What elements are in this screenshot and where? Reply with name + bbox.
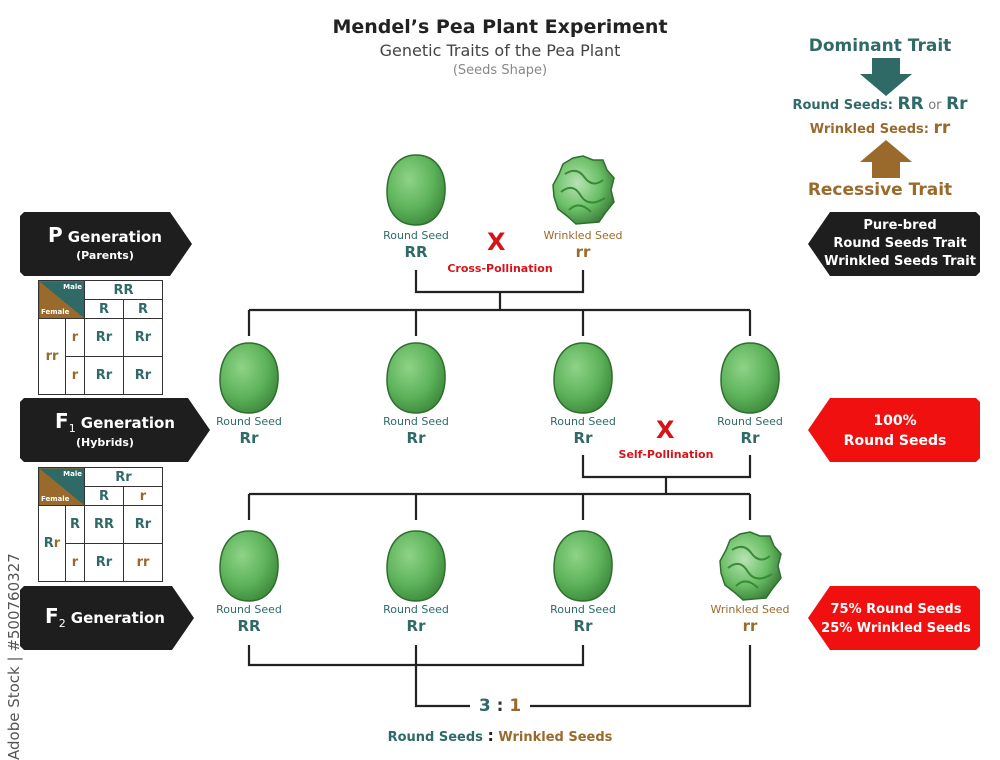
round-seed-icon <box>219 530 279 602</box>
punnett-cell: Rr <box>84 356 124 395</box>
punnett-cell: rr <box>123 543 163 582</box>
punnett-cell: Rr <box>123 356 163 395</box>
f2-seed-label: Round Seed <box>216 603 282 616</box>
f2-note-banner <box>808 586 980 650</box>
punnett-square-f1: Male Female Rr R r Rr R RR Rr r Rr rr <box>38 467 163 582</box>
p-seed-label: Round Seed <box>383 229 449 242</box>
round-seed-icon <box>386 154 446 226</box>
male-allele: R <box>84 486 124 506</box>
stock-watermark: Adobe Stock | #500760327 <box>5 553 23 760</box>
p-seed-genotype: rr <box>575 243 591 261</box>
round-seed-icon <box>720 342 780 414</box>
f2-note-text: 75% Round Seeds 25% Wrinkled Seeds <box>821 602 971 636</box>
f1-seed-label: Round Seed <box>717 415 783 428</box>
f2-seed-label: Round Seed <box>383 603 449 616</box>
punnett-cell: Rr <box>84 543 124 582</box>
round-seed-icon <box>386 530 446 602</box>
cross-mark-icon: X <box>487 228 506 256</box>
f1-generation-note: (Hybrids) <box>76 436 134 449</box>
female-allele: R <box>65 505 85 544</box>
female-allele: r <box>65 543 85 582</box>
male-genotype: Rr <box>84 467 163 487</box>
punnett-cell: Rr <box>123 505 163 544</box>
male-genotype: RR <box>84 280 163 300</box>
f2-seed-genotype: Rr <box>406 617 426 635</box>
f2-generation-banner <box>20 586 194 650</box>
wrinkled-seed-icon <box>552 155 615 225</box>
f1-seed-label: Round Seed <box>216 415 282 428</box>
p-seed-label: Wrinkled Seed <box>543 229 623 242</box>
male-allele: r <box>123 486 163 506</box>
self-pollination-label: Self-Pollination <box>618 448 714 461</box>
p-generation-title: P Generation <box>48 223 162 247</box>
f1-seed-genotype: Rr <box>406 429 426 447</box>
round-seed-icon <box>553 530 613 602</box>
f1-seed-label: Round Seed <box>550 415 616 428</box>
f2-seed-label: Wrinkled Seed <box>710 603 790 616</box>
f2-seed-genotype: rr <box>742 617 758 635</box>
female-genotype: Rr <box>38 505 66 582</box>
male-allele: R <box>84 299 124 319</box>
female-allele: r <box>65 318 85 357</box>
p-note-banner <box>808 212 980 276</box>
f1-note-banner <box>808 398 980 462</box>
round-seed-icon <box>553 342 613 414</box>
punnett-cell: Rr <box>84 318 124 357</box>
round-seed-icon <box>219 342 279 414</box>
f2-seed-label: Round Seed <box>550 603 616 616</box>
arrow-up-icon <box>860 140 912 178</box>
wrinkled-seeds-legend: Wrinkled Seeds: rr <box>809 118 951 138</box>
wrinkled-seed-icon <box>719 531 782 601</box>
page-subtitle: Genetic Traits of the Pea Plant <box>379 41 621 60</box>
p-note-text: Pure-bred Round Seeds Trait Wrinkled See… <box>824 218 976 269</box>
f1-seed-genotype: Rr <box>239 429 259 447</box>
f1-generation-title: F1 Generation <box>55 409 175 436</box>
f1-seed-genotype: Rr <box>740 429 760 447</box>
punnett-square-p: Male Female RR R R rr r Rr Rr r Rr Rr <box>38 280 163 395</box>
page-subsubtitle: (Seeds Shape) <box>452 63 548 78</box>
f1-seed-label: Round Seed <box>383 415 449 428</box>
cross-mark-icon: X <box>656 416 675 444</box>
female-allele: r <box>65 356 85 395</box>
f1-note-text: 100% Round Seeds <box>843 413 947 449</box>
round-seed-icon <box>386 342 446 414</box>
f2-generation-title: F2 Generation <box>45 604 165 631</box>
female-genotype: rr <box>38 318 66 395</box>
ratio-legend: Round Seeds : Wrinkled Seeds <box>387 726 613 745</box>
f1-generation-banner <box>20 398 210 462</box>
p-generation-note: (Parents) <box>76 249 134 262</box>
f2-seed-genotype: RR <box>237 617 261 635</box>
p-seed-genotype: RR <box>404 243 428 261</box>
punnett-cell: RR <box>84 505 124 544</box>
ratio-value: 3 : 1 <box>478 696 522 716</box>
male-female-header: Male Female <box>38 467 85 506</box>
dominant-trait-label: Dominant Trait <box>808 36 952 56</box>
arrow-down-icon <box>860 58 912 96</box>
male-allele: R <box>123 299 163 319</box>
punnett-cell: Rr <box>123 318 163 357</box>
cross-pollination-label: Cross-Pollination <box>447 262 553 275</box>
f2-seed-genotype: Rr <box>573 617 593 635</box>
page-title: Mendel’s Pea Plant Experiment <box>332 16 668 38</box>
p-generation-banner <box>20 212 192 276</box>
f1-seed-genotype: Rr <box>573 429 593 447</box>
round-seeds-legend: Round Seeds: RR or Rr <box>792 94 968 114</box>
recessive-trait-label: Recessive Trait <box>807 180 953 200</box>
male-female-header: Male Female <box>38 280 85 319</box>
